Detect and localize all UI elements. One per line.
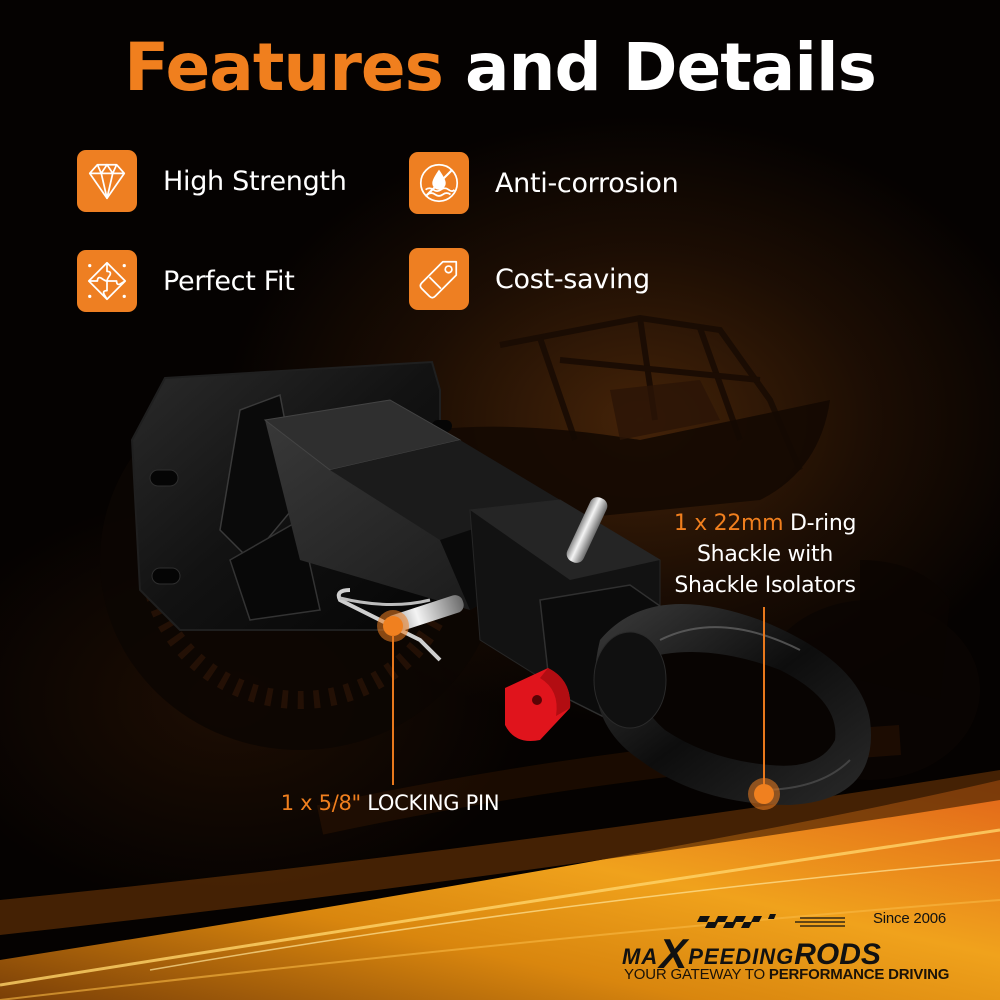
- shackle-line1: D-ring: [783, 511, 857, 536]
- feature-label: Perfect Fit: [163, 265, 295, 297]
- puzzle-icon: [77, 250, 137, 312]
- feature-cost-saving: Cost-saving: [409, 248, 650, 310]
- feature-label: High Strength: [163, 165, 347, 197]
- pin-callout-label: 1 x 5/8" LOCKING PIN: [250, 788, 530, 819]
- brand-since: Since 2006: [872, 910, 946, 927]
- title-accent: Features: [124, 29, 444, 106]
- pin-callout-dot: [377, 610, 409, 642]
- wordmark-mid: PEEDING: [688, 944, 795, 969]
- pin-description: LOCKING PIN: [360, 791, 500, 815]
- checkered-flag-icon: [697, 914, 845, 928]
- shackle-callout-label: 1 x 22mm D-ring Shackle with Shackle Iso…: [630, 508, 900, 601]
- page-title: Features and Details: [0, 28, 1000, 108]
- title-rest: and Details: [442, 29, 877, 106]
- brand-wordmark: MAXPEEDINGRODS: [622, 926, 881, 977]
- no-water-drop-icon: [409, 152, 469, 214]
- diamond-icon: [77, 150, 137, 212]
- wordmark-prefix: MA: [622, 944, 659, 969]
- brand-logo: Since 2006 MAXPEEDINGRODS YOUR GATEWAY T…: [620, 908, 950, 988]
- tagline-light: YOUR GATEWAY TO: [624, 966, 769, 983]
- feature-high-strength: High Strength: [77, 150, 347, 212]
- feature-perfect-fit: Perfect Fit: [77, 250, 295, 312]
- pin-quantity: 1 x 5/8": [280, 791, 362, 815]
- shackle-line3: Shackle Isolators: [674, 573, 856, 598]
- tagline-bold: PERFORMANCE DRIVING: [768, 966, 950, 983]
- feature-label: Anti-corrosion: [495, 167, 679, 199]
- pin-leader-line: [392, 635, 394, 785]
- feature-label: Cost-saving: [495, 263, 650, 295]
- brand-tagline: YOUR GATEWAY TO PERFORMANCE DRIVING: [624, 966, 949, 983]
- feature-anti-corrosion: Anti-corrosion: [409, 152, 679, 214]
- shackle-callout-dot: [748, 778, 780, 810]
- shackle-leader-line: [763, 607, 765, 787]
- price-tag-icon: [409, 248, 469, 310]
- shackle-quantity: 1 x 22mm: [673, 511, 784, 536]
- shackle-line2: Shackle with: [697, 542, 833, 567]
- wordmark-suffix: RODS: [794, 938, 881, 971]
- wordmark-x: X: [659, 930, 688, 977]
